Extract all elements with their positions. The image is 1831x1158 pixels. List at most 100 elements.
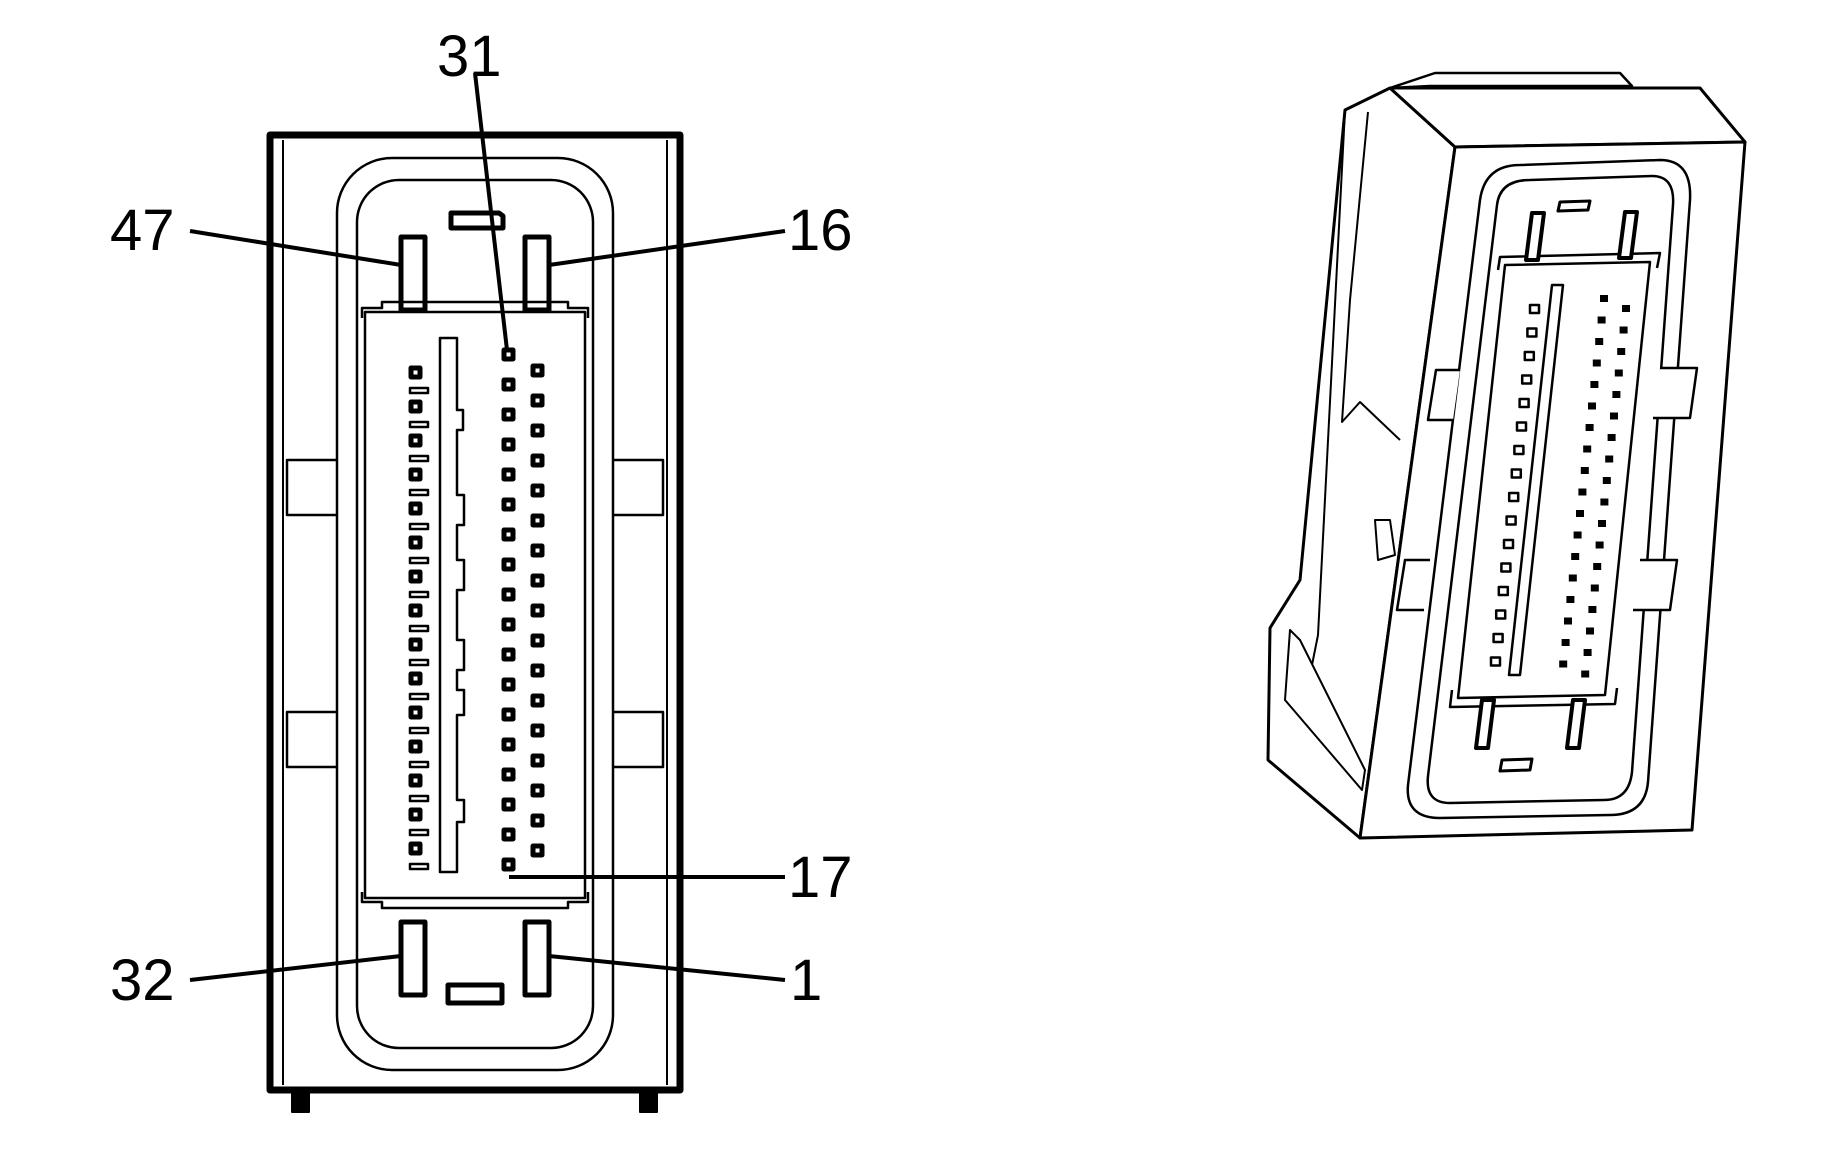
terminal-insert (363, 310, 587, 900)
iso-signal-terminal (1568, 574, 1577, 582)
iso-signal-terminal (1595, 338, 1604, 345)
iso-signal-terminal (1592, 359, 1601, 367)
signal-terminal (530, 483, 545, 498)
iso-signal-terminal (1583, 649, 1592, 656)
terminal-latch-slot (408, 658, 430, 667)
signal-terminal (530, 363, 545, 378)
iso-signal-terminals (1489, 295, 1630, 678)
signal-terminal (530, 393, 545, 408)
terminal-latch-slot (408, 454, 430, 463)
iso-signal-terminal (1583, 445, 1592, 453)
iso-side-groove-2 (1341, 111, 1401, 441)
iso-signal-terminal (1600, 295, 1608, 302)
iso-signal-terminal (1588, 402, 1596, 410)
pin-label-47: 47 (110, 198, 175, 263)
signal-terminal (408, 773, 423, 788)
terminal-16 (522, 234, 552, 313)
signal-terminal (530, 603, 545, 618)
signal-terminal (530, 573, 545, 588)
terminal-latch-slot (408, 726, 430, 735)
terminal-latch-slot (408, 386, 430, 395)
iso-signal-terminal (1559, 660, 1568, 668)
iso-signal-terminal (1578, 488, 1587, 496)
leader-1 (548, 954, 786, 982)
leader-16 (548, 229, 786, 267)
signal-terminal (530, 453, 545, 468)
side-tab-left-upper (285, 458, 346, 517)
signal-terminal (408, 671, 423, 686)
iso-tab-left-upper (1426, 368, 1460, 422)
signal-terminal (501, 617, 516, 632)
terminal-latch-slot (408, 760, 430, 769)
iso-keying-notch-top (1556, 199, 1592, 213)
signal-terminal (408, 705, 423, 720)
iso-tab-left-lower (1395, 558, 1430, 612)
terminal-latch-slot (408, 488, 430, 497)
terminal-latch-slot (408, 522, 430, 531)
signal-terminals (408, 347, 545, 872)
iso-signal-terminal (1571, 553, 1580, 560)
signal-terminal (501, 497, 516, 512)
iso-terminal-top-left (1524, 211, 1546, 262)
terminal-latch-slot (408, 794, 430, 803)
iso-signal-terminal (1515, 421, 1528, 432)
signal-terminal (408, 433, 423, 448)
iso-signal-terminal (1489, 656, 1502, 667)
signal-terminal (408, 365, 423, 380)
iso-signal-terminal (1518, 397, 1530, 409)
iso-signal-terminal (1523, 350, 1536, 362)
cavity-inner (355, 178, 595, 1050)
iso-signal-terminal (1586, 627, 1594, 635)
iso-signal-terminal (1510, 468, 1523, 479)
housing-foot-left (291, 1089, 310, 1113)
connector-front-view (266, 131, 684, 1113)
iso-signal-terminal (1576, 510, 1584, 517)
signal-terminal (408, 739, 423, 754)
terminal-47 (398, 234, 428, 313)
pin-label-17: 17 (788, 845, 853, 910)
signal-terminal (501, 857, 516, 872)
signal-terminal (408, 467, 423, 482)
iso-signal-terminal (1561, 639, 1570, 646)
iso-signal-terminal (1605, 455, 1614, 463)
side-tab-right-lower (604, 710, 665, 769)
iso-insert-rail-bottom (1448, 687, 1619, 709)
terminal-latch-slot (408, 556, 430, 565)
signal-terminal (501, 557, 516, 572)
iso-signal-terminal (1607, 434, 1616, 441)
iso-terminal-bottom-left (1474, 698, 1496, 750)
signal-terminal (501, 737, 516, 752)
iso-signal-terminal (1492, 632, 1504, 644)
housing-outer (266, 131, 684, 1094)
iso-signal-terminal (1617, 348, 1626, 355)
signal-terminal (530, 633, 545, 648)
terminal-32 (398, 919, 428, 998)
iso-signal-terminal (1526, 327, 1538, 338)
signal-terminal (501, 407, 516, 422)
iso-signal-terminal (1528, 303, 1541, 315)
signal-terminal (501, 527, 516, 542)
iso-signal-terminal (1600, 498, 1609, 506)
iso-signal-terminal (1566, 596, 1575, 603)
signal-terminal (408, 807, 423, 822)
iso-signal-terminal (1580, 467, 1589, 474)
pin-label-1: 1 (790, 948, 822, 1013)
leader-47 (189, 229, 402, 267)
iso-terminal-top-right (1617, 210, 1639, 260)
signal-terminal (408, 501, 423, 516)
iso-signal-terminal (1502, 538, 1515, 550)
iso-signal-terminal (1585, 424, 1594, 431)
keying-notch-bottom (445, 982, 505, 1006)
iso-signal-terminal (1597, 316, 1606, 324)
iso-top-rim (1388, 71, 1634, 90)
pin-callouts: 47 31 16 17 32 1 (110, 24, 853, 1013)
signal-terminal (530, 663, 545, 678)
signal-terminal (408, 841, 423, 856)
signal-terminal (530, 693, 545, 708)
signal-terminal (530, 543, 545, 558)
signal-terminal (501, 797, 516, 812)
iso-center-divider (1507, 283, 1565, 677)
terminal-latch-slot (408, 862, 430, 871)
signal-terminal (530, 423, 545, 438)
